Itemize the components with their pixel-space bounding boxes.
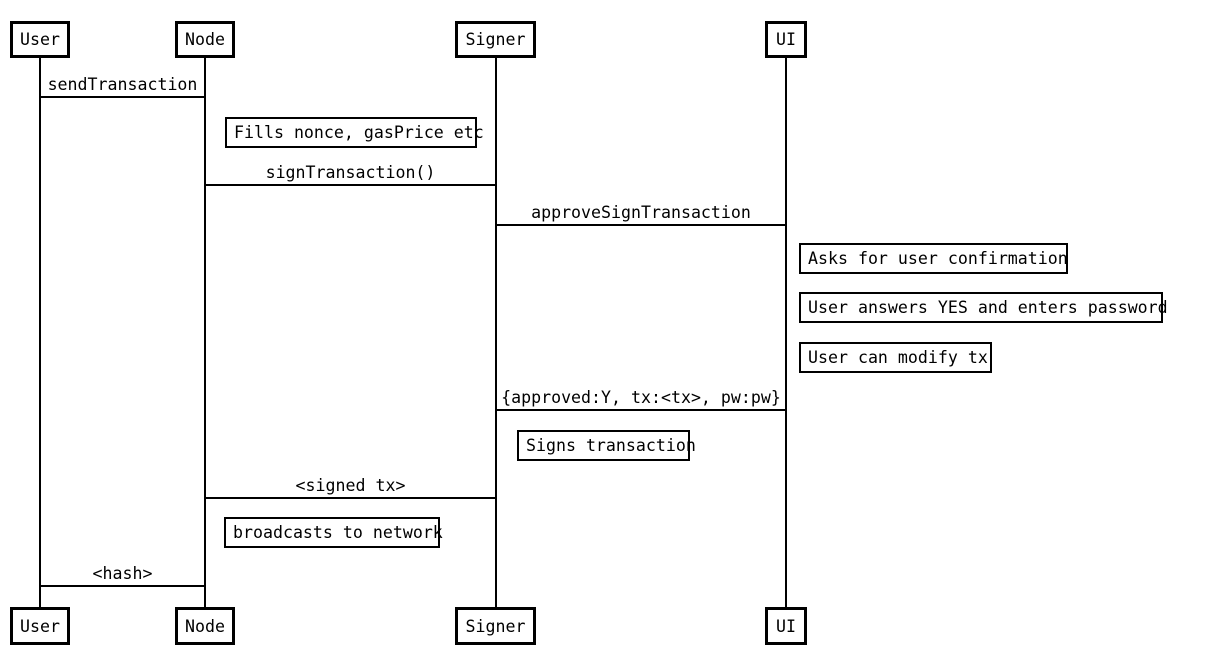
message-line-signed-tx [204,497,497,499]
message-line-approved-reply [495,409,787,411]
actor-signer-bottom: Signer [455,607,536,645]
message-label-send-transaction: sendTransaction [47,75,198,94]
note-fills-nonce: Fills nonce, gasPrice etc [225,117,484,148]
message-label-hash: <hash> [92,564,153,583]
note-signs-transaction: Signs transaction [517,430,696,461]
message-label-approved-reply: {approved:Y, tx:<tx>, pw:pw} [501,388,781,407]
actor-node-bottom: Node [175,607,235,645]
message-label-sign-transaction: signTransaction() [265,163,436,182]
lifeline-user [39,58,41,607]
lifeline-node [204,58,206,607]
note-asks-confirmation: Asks for user confirmation [799,243,1068,274]
message-line-hash [39,585,206,587]
actor-user-bottom: User [10,607,70,645]
message-label-approve-sign-transaction: approveSignTransaction [531,203,751,222]
message-line-send-transaction [39,96,206,98]
message-line-approve-sign-transaction [495,224,787,226]
message-line-sign-transaction [204,184,497,186]
lifeline-signer [495,58,497,607]
note-broadcasts: broadcasts to network [224,517,443,548]
actor-user-top: User [10,21,70,58]
actor-ui-bottom: UI [765,607,807,645]
actor-ui-top: UI [765,21,807,58]
note-user-answers: User answers YES and enters password [799,292,1168,323]
actor-node-top: Node [175,21,235,58]
note-user-can-modify: User can modify tx [799,342,992,373]
actor-signer-top: Signer [455,21,536,58]
message-label-signed-tx: <signed tx> [295,476,406,495]
lifeline-ui [785,58,787,607]
